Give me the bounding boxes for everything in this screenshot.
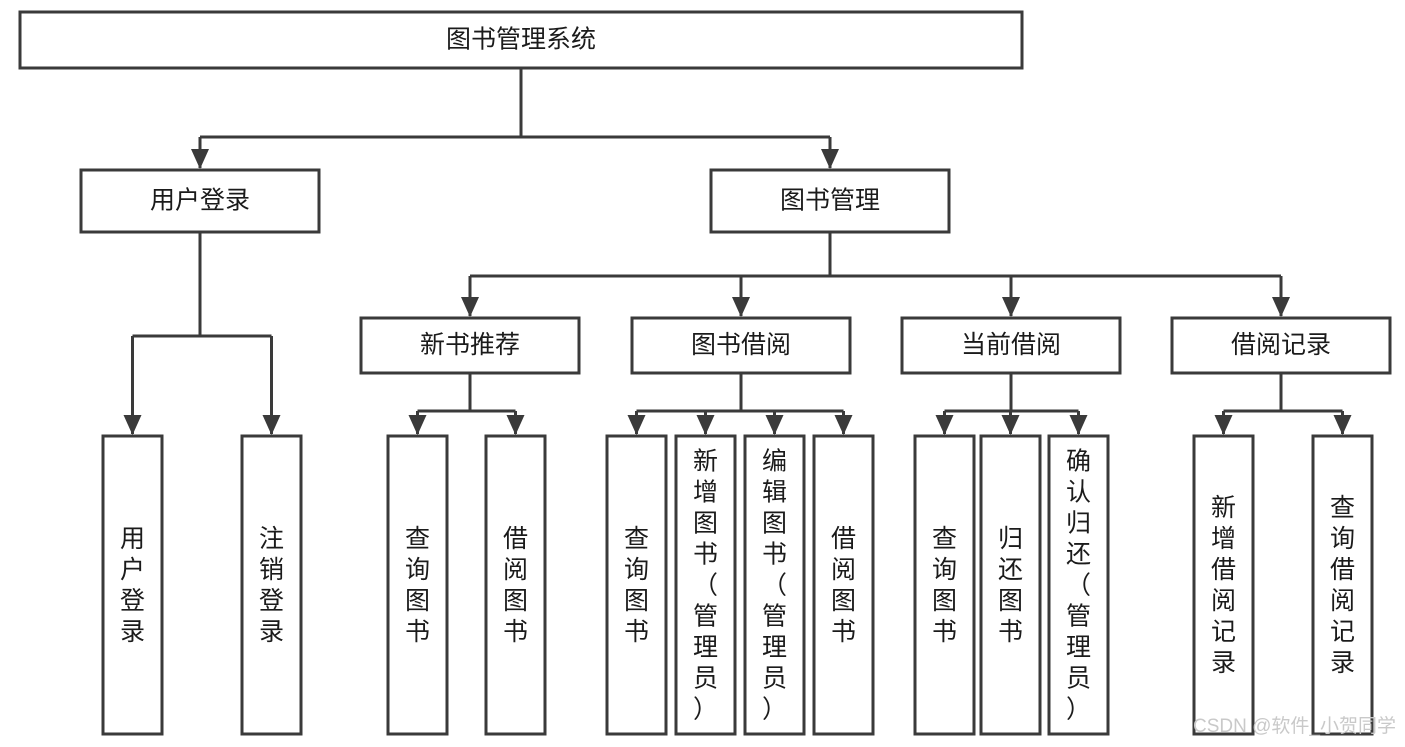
node-leaf-confirm-return-admin[interactable]: 确认归还（管理员） (1047, 434, 1110, 736)
node-box-leaf-query-book-recommend (386, 434, 449, 736)
arrow-head-icon-leaf-query-book-current (935, 415, 954, 435)
node-box-leaf-query-borrow-record (1311, 434, 1374, 736)
node-label-leaf-query-book-current: 查询图书 (932, 525, 957, 646)
node-label-leaf-return-book: 归还图书 (998, 525, 1023, 646)
node-leaf-return-book[interactable]: 归还图书 (979, 434, 1042, 736)
arrow-head-icon-leaf-confirm-return-admin (1069, 415, 1088, 435)
arrow-head-icon-leaf-query-book-borrow (627, 415, 646, 435)
node-book-management[interactable]: 图书管理 (709, 168, 951, 234)
node-box-book-borrow (630, 316, 852, 375)
arrow-head-icon-user-login (191, 149, 209, 169)
arrow-head-icon-book-management (821, 149, 839, 169)
node-current-borrow[interactable]: 当前借阅 (900, 316, 1122, 375)
arrow-head-icon-borrow-record (1272, 297, 1290, 317)
node-label-leaf-confirm-return-admin: 确认归还（管理员） (1066, 448, 1091, 724)
node-label-current-borrow: 当前借阅 (961, 331, 1061, 359)
node-leaf-add-borrow-record[interactable]: 新增借阅记录 (1192, 434, 1255, 736)
node-user-login[interactable]: 用户登录 (79, 168, 321, 234)
arrow-head-icon-leaf-query-borrow-record (1333, 415, 1352, 435)
node-leaf-borrow-book[interactable]: 借阅图书 (812, 434, 875, 736)
node-label-leaf-add-borrow-record: 新增借阅记录 (1211, 494, 1236, 677)
arrow-head-icon-leaf-borrow-book (834, 415, 853, 435)
node-root[interactable]: 图书管理系统 (18, 10, 1024, 70)
arrow-head-icon-leaf-edit-book-admin (765, 415, 784, 435)
node-box-leaf-user-login (101, 434, 164, 736)
node-label-leaf-add-book-admin: 新增图书（管理员） (693, 448, 718, 724)
arrow-head-icon-current-borrow (1002, 297, 1020, 317)
node-label-book-borrow: 图书借阅 (691, 331, 791, 359)
node-label-borrow-record: 借阅记录 (1231, 331, 1331, 359)
node-leaf-query-book-current[interactable]: 查询图书 (913, 434, 976, 736)
arrow-head-icon-leaf-add-borrow-record (1214, 415, 1233, 435)
node-leaf-borrow-book-recommend[interactable]: 借阅图书 (484, 434, 547, 736)
node-boxes-layer: 图书管理系统用户登录图书管理新书推荐图书借阅当前借阅借阅记录用户登录注销登录查询… (18, 10, 1392, 736)
node-box-leaf-query-book-borrow (605, 434, 668, 736)
node-box-leaf-add-book-admin (674, 434, 737, 736)
node-label-leaf-edit-book-admin: 编辑图书（管理员） (762, 448, 787, 724)
node-box-root (18, 10, 1024, 70)
node-box-leaf-return-book (979, 434, 1042, 736)
arrow-head-icon-leaf-borrow-book-recommend (506, 415, 525, 435)
arrow-head-icon-leaf-user-login (123, 415, 142, 435)
node-label-leaf-logout-login: 注销登录 (259, 525, 284, 646)
node-leaf-query-book-recommend[interactable]: 查询图书 (386, 434, 449, 736)
node-box-user-login (79, 168, 321, 234)
node-borrow-record[interactable]: 借阅记录 (1170, 316, 1392, 375)
arrow-head-icon-book-borrow (732, 297, 750, 317)
node-box-current-borrow (900, 316, 1122, 375)
node-box-leaf-logout-login (240, 434, 303, 736)
node-leaf-query-borrow-record[interactable]: 查询借阅记录 (1311, 434, 1374, 736)
node-label-leaf-query-borrow-record: 查询借阅记录 (1330, 494, 1355, 677)
node-label-book-management: 图书管理 (780, 187, 880, 215)
node-label-new-book-recommend: 新书推荐 (420, 331, 520, 359)
arrow-head-icon-leaf-add-book-admin (696, 415, 715, 435)
node-label-leaf-borrow-book: 借阅图书 (831, 525, 856, 646)
node-leaf-logout-login[interactable]: 注销登录 (240, 434, 303, 736)
arrow-head-icon-leaf-logout-login (262, 415, 281, 435)
node-label-root: 图书管理系统 (446, 26, 596, 54)
arrow-head-icon-new-book-recommend (461, 297, 479, 317)
node-new-book-recommend[interactable]: 新书推荐 (359, 316, 581, 375)
node-box-new-book-recommend (359, 316, 581, 375)
node-leaf-add-book-admin[interactable]: 新增图书（管理员） (674, 434, 737, 736)
node-box-book-management (709, 168, 951, 234)
node-box-leaf-add-borrow-record (1192, 434, 1255, 736)
arrow-head-icon-leaf-return-book (1001, 415, 1020, 435)
node-box-leaf-borrow-book (812, 434, 875, 736)
node-leaf-query-book-borrow[interactable]: 查询图书 (605, 434, 668, 736)
node-box-borrow-record (1170, 316, 1392, 375)
node-leaf-user-login[interactable]: 用户登录 (101, 434, 164, 736)
node-box-leaf-borrow-book-recommend (484, 434, 547, 736)
node-book-borrow[interactable]: 图书借阅 (630, 316, 852, 375)
node-label-leaf-borrow-book-recommend: 借阅图书 (503, 525, 528, 646)
node-box-leaf-edit-book-admin (743, 434, 806, 736)
node-box-leaf-query-book-current (913, 434, 976, 736)
node-label-user-login: 用户登录 (150, 187, 250, 215)
node-leaf-edit-book-admin[interactable]: 编辑图书（管理员） (743, 434, 806, 736)
node-label-leaf-query-book-recommend: 查询图书 (405, 525, 430, 646)
node-box-leaf-confirm-return-admin (1047, 434, 1110, 736)
csdn-watermark: CSDN @软件_小贺同学 (1193, 715, 1396, 737)
connector-lines-layer (123, 68, 1352, 435)
node-label-leaf-query-book-borrow: 查询图书 (624, 525, 649, 646)
node-label-leaf-user-login: 用户登录 (120, 525, 145, 646)
arrow-head-icon-leaf-query-book-recommend (408, 415, 427, 435)
